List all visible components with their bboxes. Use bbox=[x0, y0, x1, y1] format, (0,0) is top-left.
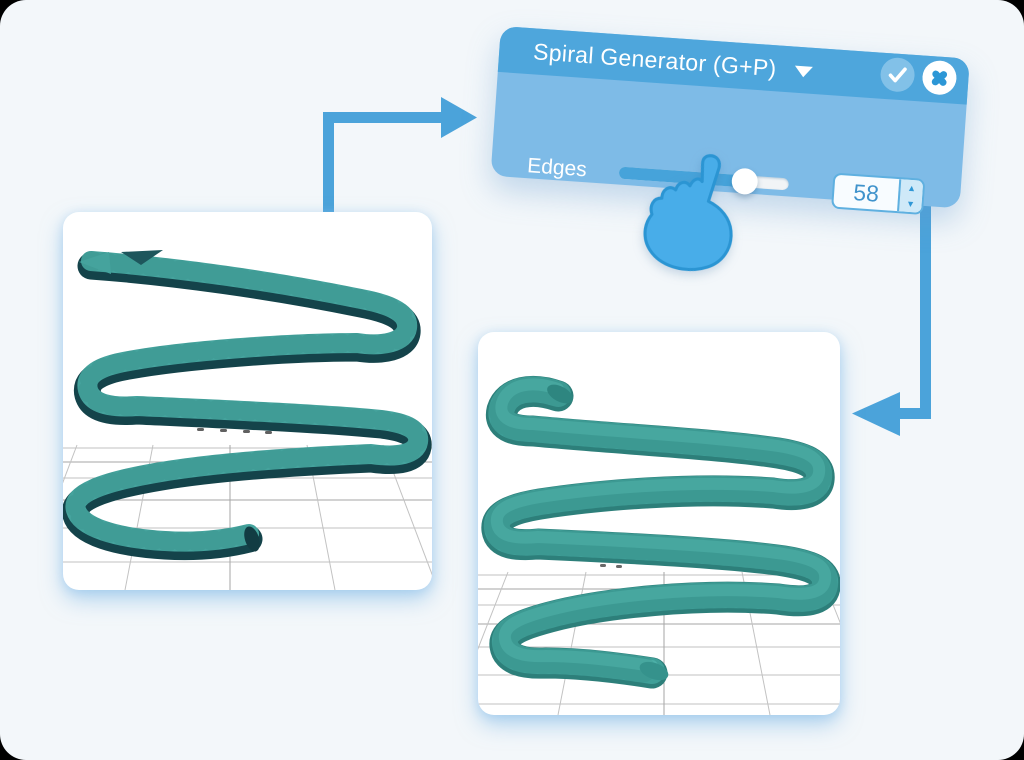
edges-slider[interactable] bbox=[618, 166, 790, 196]
ribbon-end-cut bbox=[244, 526, 260, 552]
checkmark-icon bbox=[888, 67, 907, 83]
spinner-up-button[interactable]: ▲ bbox=[900, 179, 923, 196]
edges-label: Edges bbox=[526, 154, 588, 182]
smooth-spiral-image bbox=[478, 375, 840, 715]
panel-header[interactable]: Spiral Generator (G+P) bbox=[497, 26, 970, 105]
spinner-down-button[interactable]: ▼ bbox=[899, 195, 922, 212]
tube-end-cut bbox=[639, 661, 669, 681]
close-button[interactable] bbox=[921, 59, 958, 96]
hidden-edge-dots bbox=[600, 564, 622, 568]
ribbon-spiral bbox=[63, 251, 432, 561]
edges-value-input[interactable]: 58 bbox=[852, 178, 880, 207]
close-icon bbox=[929, 67, 950, 88]
ribbon-start-tip bbox=[79, 252, 111, 274]
edges-spinner: ▲ ▼ bbox=[897, 179, 924, 213]
panel-title: Spiral Generator (G+P) bbox=[532, 37, 778, 81]
slider-fill bbox=[618, 166, 745, 188]
after-preview-card bbox=[478, 332, 840, 715]
low-poly-spiral-image bbox=[63, 250, 432, 590]
spiral-generator-panel: Spiral Generator (G+P) Edges 58 ▲ ▼ bbox=[490, 26, 970, 215]
confirm-button[interactable] bbox=[879, 56, 916, 93]
hidden-edge-dots bbox=[197, 428, 272, 434]
edges-value-box: 58 ▲ ▼ bbox=[831, 172, 926, 215]
arrow-panel-to-card bbox=[852, 190, 931, 436]
before-preview-card bbox=[63, 212, 432, 590]
ribbon-start-notch bbox=[121, 250, 163, 265]
tube-spiral bbox=[481, 375, 840, 689]
tube-start-cut bbox=[547, 384, 573, 404]
arrow-card-to-panel bbox=[323, 97, 477, 212]
chevron-down-icon[interactable] bbox=[793, 65, 813, 78]
slider-thumb[interactable] bbox=[730, 167, 759, 196]
